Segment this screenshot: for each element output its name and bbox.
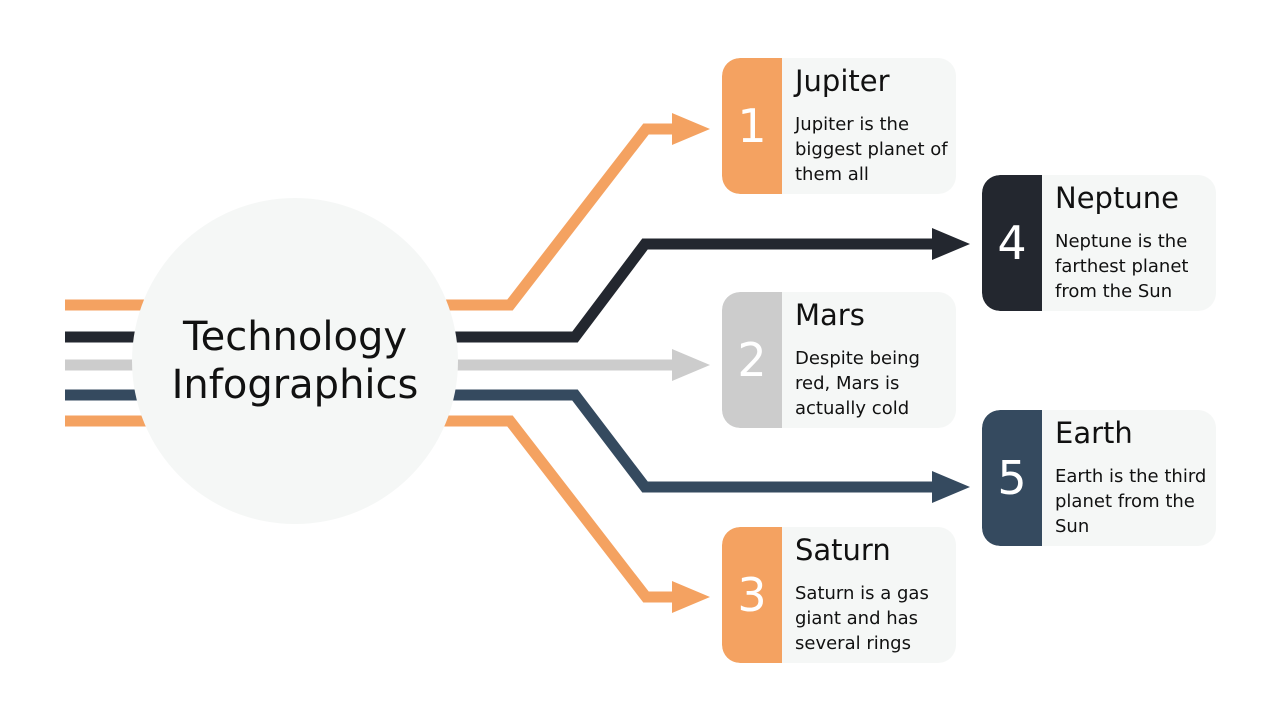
card-description-neptune: Neptune is the farthest planet from the …: [1055, 231, 1189, 302]
card-title-mars: Mars: [795, 298, 865, 332]
card-mars: 2 Mars Despite being red, Mars is actual…: [722, 292, 956, 428]
card-saturn: 3 Saturn Saturn is a gas giant and has s…: [722, 527, 956, 663]
card-title-saturn: Saturn: [795, 533, 891, 567]
card-neptune: 4 Neptune Neptune is the farthest planet…: [982, 175, 1216, 311]
hub-circle: Technology Infographics: [132, 198, 458, 524]
hub-title-line-2: Infographics: [171, 362, 419, 408]
card-jupiter: 1 Jupiter Jupiter is the biggest planet …: [722, 58, 956, 194]
card-description-saturn: Saturn is a gas giant and has several ri…: [795, 583, 929, 654]
card-description-jupiter: Jupiter is the biggest planet of them al…: [795, 114, 948, 185]
arrowhead-earth: [932, 471, 970, 503]
card-title-neptune: Neptune: [1055, 181, 1179, 215]
card-title-earth: Earth: [1055, 416, 1133, 450]
card-number-4: 4: [982, 175, 1042, 311]
arrowhead-mars: [672, 349, 710, 381]
arrowhead-saturn: [672, 581, 710, 613]
hub-title-line-1: Technology: [182, 314, 408, 360]
card-number-5: 5: [982, 410, 1042, 546]
card-number-3: 3: [722, 527, 782, 663]
card-number-1: 1: [722, 58, 782, 194]
card-title-jupiter: Jupiter: [795, 64, 890, 98]
arrowhead-neptune: [932, 228, 970, 260]
card-description-earth: Earth is the third planet from the Sun: [1055, 466, 1207, 537]
card-number-2: 2: [722, 292, 782, 428]
card-description-mars: Despite being red, Mars is actually cold: [795, 348, 920, 419]
arrowhead-jupiter: [672, 113, 710, 145]
card-earth: 5 Earth Earth is the third planet from t…: [982, 410, 1216, 546]
